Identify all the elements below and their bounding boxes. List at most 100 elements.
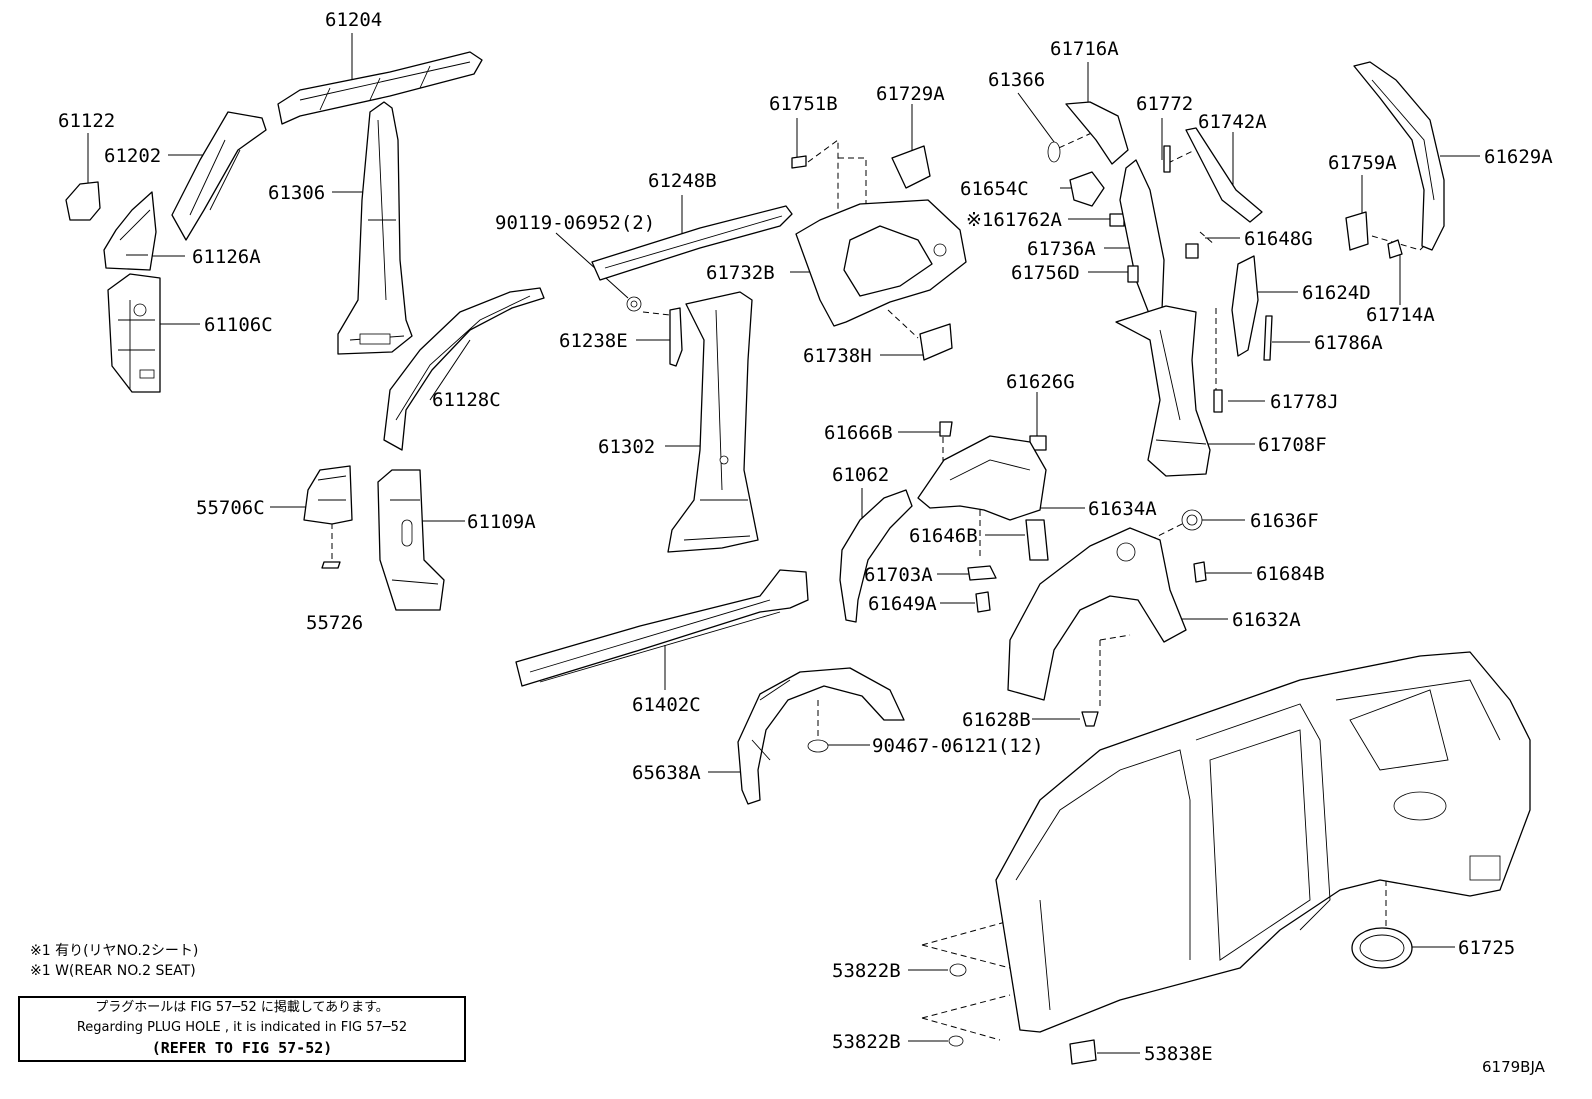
part-53822B-b — [948, 1035, 964, 1047]
part-61646B — [1025, 519, 1049, 561]
part-61778J — [1213, 389, 1223, 413]
part-labels: 61204 61122 61202 61126A 61106C 61306 61… — [58, 9, 1553, 1065]
part-61248B — [591, 205, 793, 281]
label-61624D: 61624D — [1302, 282, 1371, 304]
label-61648G: 61648G — [1244, 228, 1313, 250]
footnote-jp: ※1 有り(リヤNO.2シート) — [30, 943, 199, 959]
label-61248B: 61248B — [648, 170, 717, 192]
part-61732B — [795, 199, 967, 327]
label-61106C: 61106C — [204, 314, 273, 336]
label-61629A: 61629A — [1484, 146, 1553, 168]
label-61786A: 61786A — [1314, 332, 1383, 354]
part-61756D — [1127, 265, 1139, 283]
part-61628B — [1081, 711, 1099, 727]
part-61238E — [669, 307, 683, 367]
plug-note-en: Regarding PLUG HOLE , it is indicated in… — [76, 1020, 408, 1035]
label-61402C: 61402C — [632, 694, 701, 716]
label-61646B: 61646B — [909, 525, 978, 547]
part-61716A — [1065, 101, 1129, 165]
label-61628B: 61628B — [962, 709, 1031, 731]
label-61684B: 61684B — [1256, 563, 1325, 585]
label-61649A: 61649A — [868, 593, 937, 615]
plug-hole-note: プラグホールは FIG 57─52 に掲載してあります。 Regarding P… — [18, 996, 466, 1062]
label-65638A: 65638A — [632, 762, 701, 784]
part-61106C — [107, 273, 161, 393]
label-61366: 61366 — [988, 69, 1045, 91]
label-61725: 61725 — [1458, 937, 1515, 959]
label-53822B-b: 53822B — [832, 1031, 901, 1053]
label-61708F: 61708F — [1258, 434, 1327, 456]
label-61742A: 61742A — [1198, 111, 1267, 133]
part-61062 — [839, 489, 913, 623]
label-61122: 61122 — [58, 110, 115, 132]
label-61202: 61202 — [104, 145, 161, 167]
part-61648G — [1185, 243, 1199, 259]
part-90119-06952 — [626, 296, 642, 312]
part-61751B — [791, 155, 807, 169]
part-61654C — [1069, 171, 1105, 207]
label-61778J: 61778J — [1270, 391, 1339, 413]
part-61109A — [377, 469, 445, 611]
part-61714A — [1387, 239, 1403, 259]
part-65638A — [737, 667, 905, 805]
label-61666B: 61666B — [824, 422, 893, 444]
label-61128C: 61128C — [432, 389, 501, 411]
part-61402C — [515, 569, 809, 687]
footnote-en: ※1 W(REAR NO.2 SEAT) — [30, 963, 196, 979]
part-61126A — [103, 191, 157, 271]
part-61649A — [975, 591, 991, 613]
part-61629A — [1353, 61, 1445, 251]
label-53822B-a: 53822B — [832, 960, 901, 982]
part-61624D — [1231, 255, 1259, 357]
part-53822B-a — [949, 963, 967, 977]
part-61703A — [967, 565, 997, 581]
part-55726 — [321, 561, 341, 569]
label-61762A: ※161762A — [966, 209, 1063, 231]
part-53838E — [1069, 1039, 1097, 1065]
part-90467-06121 — [807, 739, 829, 753]
label-61204: 61204 — [325, 9, 382, 31]
part-61736A — [1119, 159, 1165, 317]
part-61302 — [667, 291, 759, 553]
label-61738H: 61738H — [803, 345, 872, 367]
part-61786A — [1263, 315, 1273, 361]
part-61306 — [337, 101, 413, 355]
label-61703A: 61703A — [864, 564, 933, 586]
part-61632A — [1007, 527, 1187, 701]
label-61634A: 61634A — [1088, 498, 1157, 520]
part-61666B — [939, 421, 953, 437]
part-61128C — [383, 287, 545, 451]
part-61742A — [1185, 127, 1263, 223]
label-61716A: 61716A — [1050, 38, 1119, 60]
part-61684B — [1193, 561, 1207, 583]
plug-note-jp: プラグホールは FIG 57─52 に掲載してあります。 — [95, 1000, 389, 1015]
part-61636F — [1181, 509, 1203, 531]
part-61634A — [917, 435, 1047, 521]
label-61636F: 61636F — [1250, 510, 1319, 532]
label-90119-06952: 90119-06952(2) — [495, 212, 655, 234]
label-61238E: 61238E — [559, 330, 628, 352]
part-61772 — [1163, 145, 1171, 173]
part-55706C — [303, 465, 353, 525]
label-61306: 61306 — [268, 182, 325, 204]
part-61729A — [891, 145, 931, 189]
plug-note-ref: (REFER TO FIG 57-52) — [151, 1039, 333, 1057]
part-body-side-assembly — [995, 651, 1531, 1033]
part-61366 — [1047, 141, 1061, 163]
label-55726: 55726 — [306, 612, 363, 634]
label-90467-06121: 90467-06121(12) — [872, 735, 1044, 757]
part-61204 — [277, 51, 483, 125]
label-61751B: 61751B — [769, 93, 838, 115]
label-61632A: 61632A — [1232, 609, 1301, 631]
label-61062: 61062 — [832, 464, 889, 486]
label-61626G: 61626G — [1006, 371, 1075, 393]
label-61109A: 61109A — [467, 511, 536, 533]
part-61122 — [65, 181, 101, 221]
label-53838E: 53838E — [1144, 1043, 1213, 1065]
label-61729A: 61729A — [876, 83, 945, 105]
label-61714A: 61714A — [1366, 304, 1435, 326]
label-61732B: 61732B — [706, 262, 775, 284]
part-61202 — [171, 111, 267, 241]
label-55706C: 55706C — [196, 497, 265, 519]
